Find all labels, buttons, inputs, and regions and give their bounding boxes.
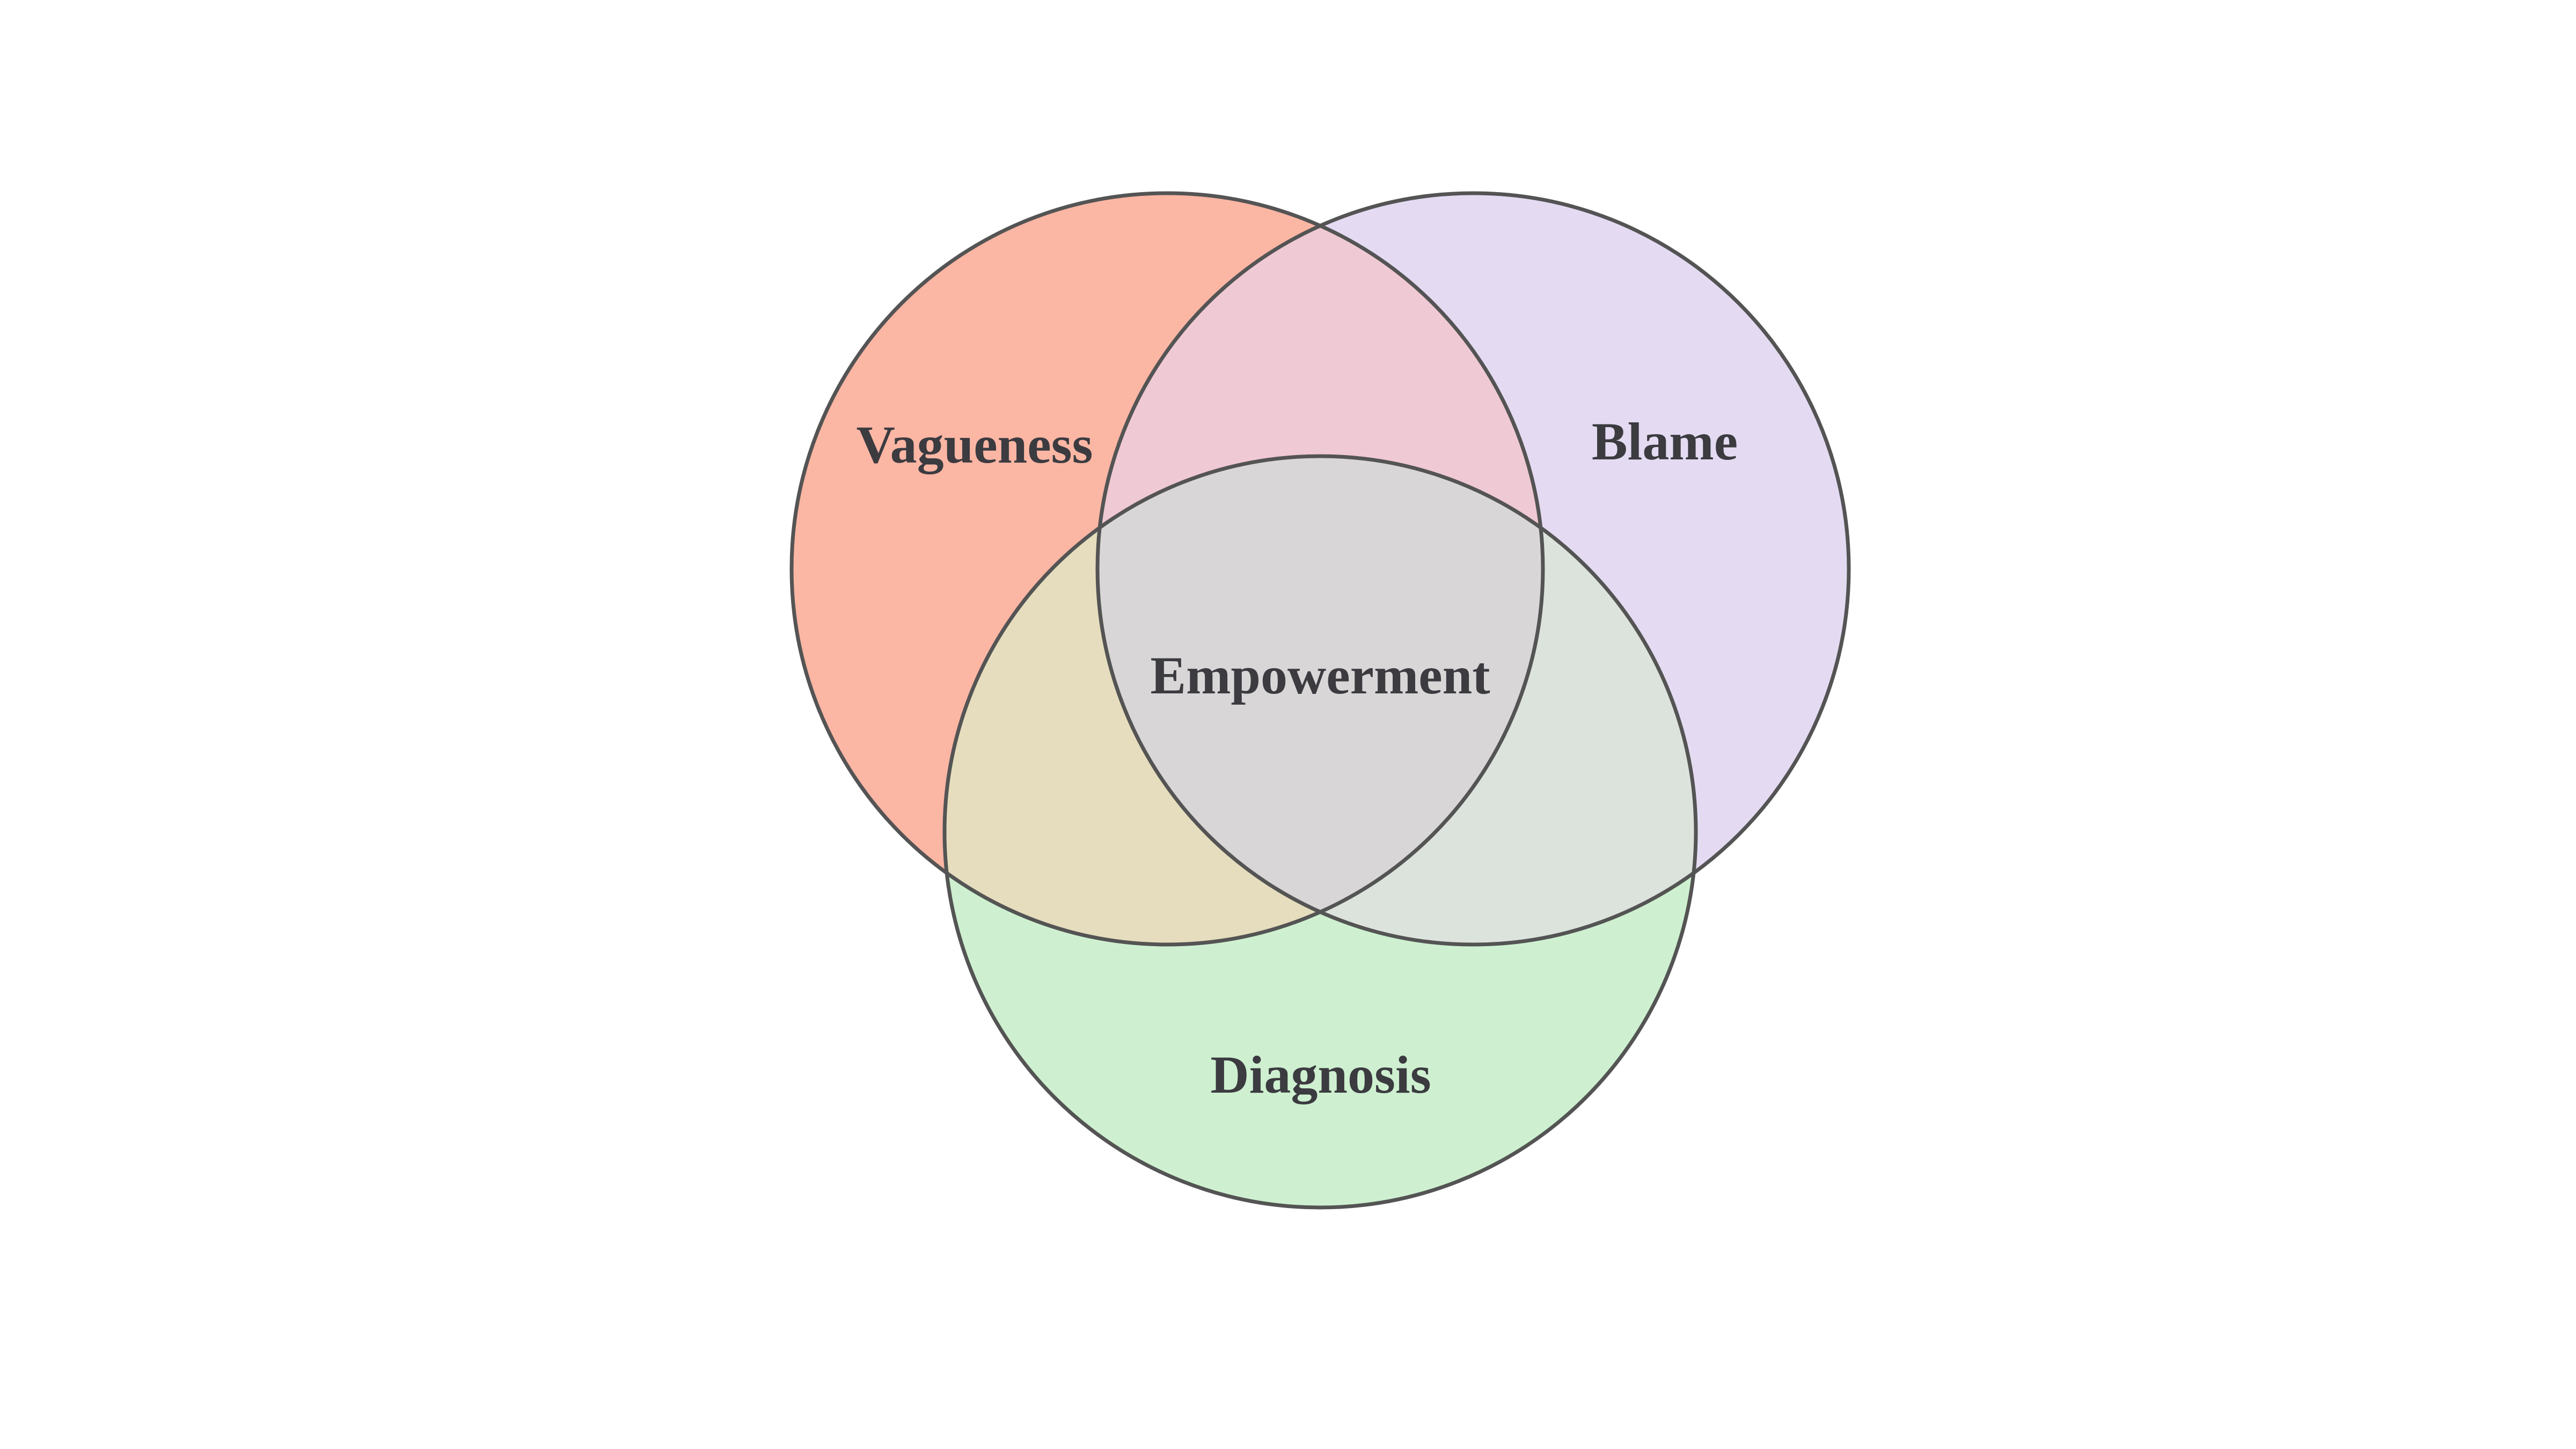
blame-label: Blame (1592, 412, 1738, 471)
vagueness-circle-outline (789, 191, 1545, 947)
center-overlap (1097, 456, 1543, 945)
diagnosis-circle-outline (942, 454, 1698, 1210)
blame-circle-outline (1095, 191, 1851, 947)
vagueness-label: Vagueness (857, 415, 1093, 474)
diagnosis-label: Diagnosis (1210, 1045, 1431, 1104)
center-label: Empowerment (1150, 646, 1490, 705)
